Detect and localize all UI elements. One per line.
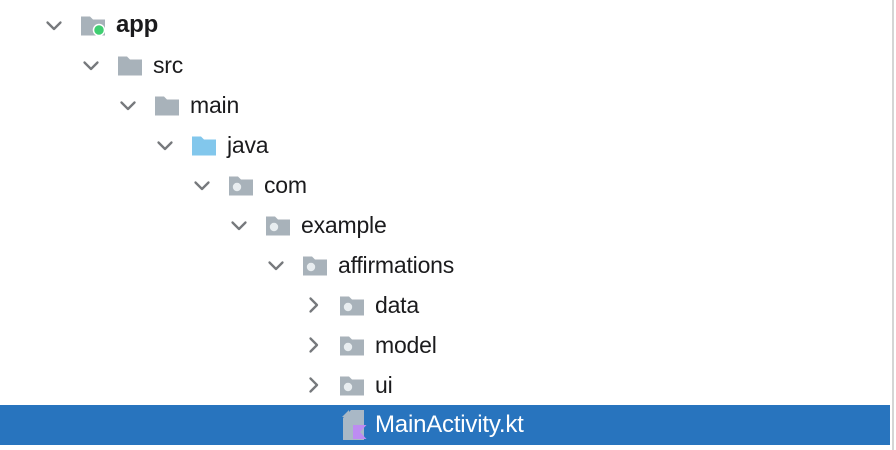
tree-row-example[interactable]: example xyxy=(0,205,890,245)
tree-row-main[interactable]: main xyxy=(0,85,890,125)
chevron-spacer xyxy=(301,413,325,437)
chevron-right-icon[interactable] xyxy=(301,293,325,317)
tree-row-label: ui xyxy=(375,371,393,398)
module-folder-icon xyxy=(80,8,108,42)
folder-icon xyxy=(154,88,182,122)
chevron-down-icon[interactable] xyxy=(227,213,251,237)
tree-row-label: example xyxy=(301,211,387,238)
tree-row-label: main xyxy=(190,91,240,118)
folder-icon xyxy=(117,48,145,82)
package-icon xyxy=(339,368,367,402)
tree-row-src[interactable]: src xyxy=(0,45,890,85)
chevron-down-icon[interactable] xyxy=(42,13,66,37)
kotlin-file-icon xyxy=(339,408,367,442)
package-icon xyxy=(339,288,367,322)
package-icon xyxy=(265,208,293,242)
panel-right-border xyxy=(892,0,894,450)
tree-row-label: src xyxy=(153,51,184,78)
tree-row-label: java xyxy=(227,131,269,158)
chevron-down-icon[interactable] xyxy=(116,93,140,117)
tree-row-model[interactable]: model xyxy=(0,325,890,365)
chevron-down-icon[interactable] xyxy=(190,173,214,197)
tree-row-affirmations[interactable]: affirmations xyxy=(0,245,890,285)
tree-row-data[interactable]: data xyxy=(0,285,890,325)
tree-row-label: app xyxy=(116,11,159,38)
package-icon xyxy=(228,168,256,202)
tree-row-com[interactable]: com xyxy=(0,165,890,205)
tree-row-java[interactable]: java xyxy=(0,125,890,165)
tree-row-label: affirmations xyxy=(338,251,455,278)
chevron-right-icon[interactable] xyxy=(301,333,325,357)
chevron-down-icon[interactable] xyxy=(79,53,103,77)
package-icon xyxy=(339,328,367,362)
tree-row-ui[interactable]: ui xyxy=(0,365,890,405)
tree-row-label: com xyxy=(264,171,307,198)
chevron-right-icon[interactable] xyxy=(301,373,325,397)
tree-row-mainactivity-kt[interactable]: MainActivity.kt xyxy=(0,405,890,445)
package-icon xyxy=(302,248,330,282)
tree-row-label: data xyxy=(375,291,419,318)
tree-row-label: MainActivity.kt xyxy=(375,411,524,438)
tree-row-app[interactable]: app xyxy=(0,5,890,45)
chevron-down-icon[interactable] xyxy=(153,133,177,157)
source-folder-icon xyxy=(191,128,219,162)
tree-row-label: model xyxy=(375,331,437,358)
chevron-down-icon[interactable] xyxy=(264,253,288,277)
